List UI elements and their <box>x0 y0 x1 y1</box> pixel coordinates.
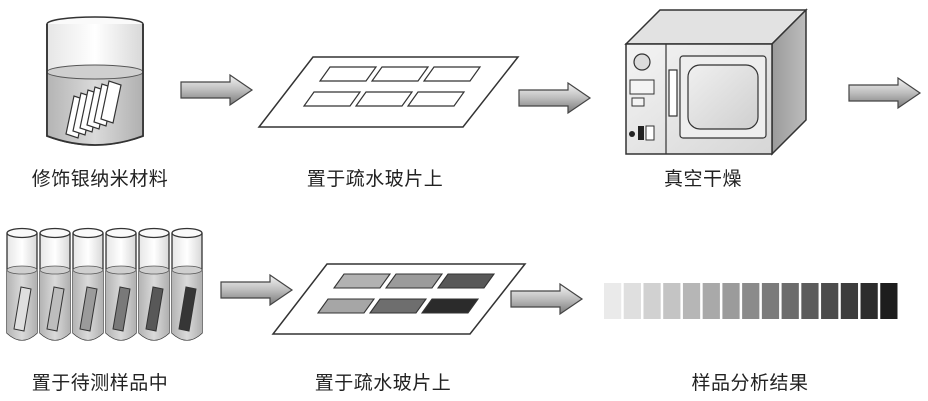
gradient-swatch <box>861 283 878 319</box>
flow-arrow-1 <box>180 74 254 106</box>
gradient-swatch <box>604 283 621 319</box>
gradient-swatch <box>821 283 838 319</box>
slide-sample-spot <box>334 274 390 288</box>
gradient-swatch <box>683 283 700 319</box>
flow-arrow-2 <box>518 82 592 114</box>
slide-sample-spot <box>318 299 374 313</box>
gradient-swatch <box>703 283 720 319</box>
sample-tube <box>7 229 37 341</box>
grayscale-result-bar-icon <box>603 283 899 319</box>
slide-sample-spot <box>386 274 442 288</box>
gradient-swatch <box>663 283 680 319</box>
slide-sample-spot <box>422 299 478 313</box>
step-label-modify: 修饰银纳米材料 <box>10 164 190 191</box>
gradient-swatch <box>742 283 759 319</box>
gradient-swatch <box>841 283 858 319</box>
beaker-with-slides-icon <box>40 14 150 154</box>
gradient-swatch <box>624 283 641 319</box>
flow-arrow-5 <box>510 283 584 315</box>
sample-tube <box>172 229 202 341</box>
hydrophobic-glass-slide-icon <box>258 55 520 130</box>
step-label-place-slide-1: 置于疏水玻片上 <box>285 164 465 191</box>
gradient-swatch <box>722 283 739 319</box>
vacuum-oven-icon <box>620 4 810 154</box>
gradient-swatch <box>801 283 818 319</box>
colored-glass-slide-icon <box>272 262 527 337</box>
step-label-result: 样品分析结果 <box>660 368 840 395</box>
gradient-swatch <box>762 283 779 319</box>
slide-sample-spot <box>370 299 426 313</box>
sample-tubes-icon <box>4 225 209 350</box>
slide-sample-spot <box>438 274 494 288</box>
gradient-swatch <box>880 283 897 319</box>
flow-arrow-3 <box>848 77 922 109</box>
sample-tube <box>40 229 70 341</box>
sample-tube <box>73 229 103 341</box>
gradient-swatch <box>643 283 660 319</box>
sample-tube <box>106 229 136 341</box>
sample-tube <box>139 229 169 341</box>
step-label-place-sample: 置于待测样品中 <box>10 368 190 395</box>
gradient-swatch <box>782 283 799 319</box>
step-label-place-slide-2: 置于疏水玻片上 <box>293 368 473 395</box>
step-label-vacuum-dry: 真空干燥 <box>628 164 778 191</box>
